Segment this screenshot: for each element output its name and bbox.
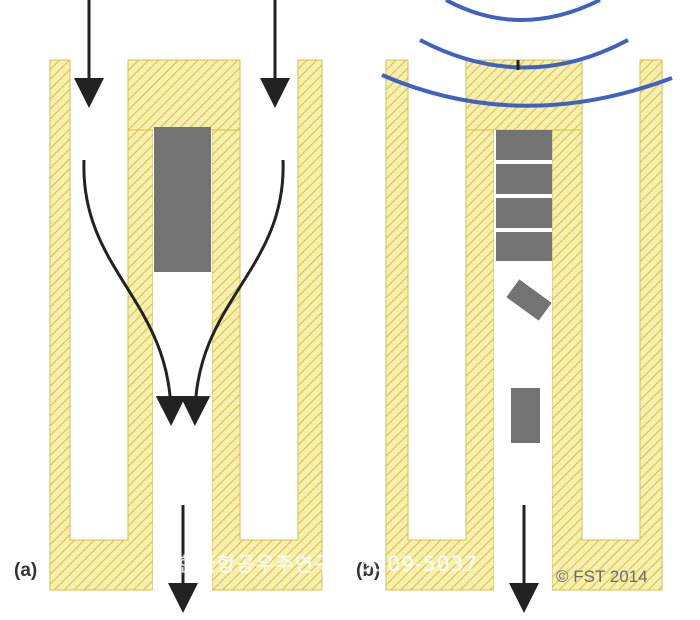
panel-b-flow-arrows [509, 60, 539, 613]
wave-arc-2 [419, 38, 629, 70]
panel-a-solid-block [154, 127, 211, 272]
watermark-text: 한국항공우주연구원 3509-5037 [178, 552, 478, 576]
panel-a-top-bridge [127, 59, 241, 131]
panel-b-waves [381, 0, 673, 108]
panel-b-label: (b) [356, 560, 381, 581]
panel-a-structure [49, 59, 323, 591]
panel-b-block-segment-1 [496, 130, 552, 160]
copyright-text: © FST 2014 [556, 567, 648, 586]
panel-a-left-u-wall [49, 59, 154, 591]
panel-b-falling-fragment [511, 388, 540, 443]
panel-b-tilted-fragment [506, 279, 552, 321]
panel-b-block-segment-2 [496, 164, 552, 194]
panel-b-right-u-wall [551, 59, 663, 591]
panel-b-left-u-wall [385, 59, 495, 591]
panel-a-flow-arrows [74, 0, 290, 613]
panel-b-block-segment-4 [496, 232, 552, 261]
panel-a-label: (a) [14, 560, 38, 581]
panel-b-top-bridge [465, 59, 583, 131]
wave-arc-3 [381, 73, 673, 108]
wave-arc-1 [445, 0, 601, 22]
panel-a-flow-curve-right [180, 159, 285, 426]
panel-a-flow-curve-left [82, 159, 186, 426]
panel-b-block-segment-3 [496, 198, 552, 228]
panel-a-right-u-wall [211, 59, 323, 591]
